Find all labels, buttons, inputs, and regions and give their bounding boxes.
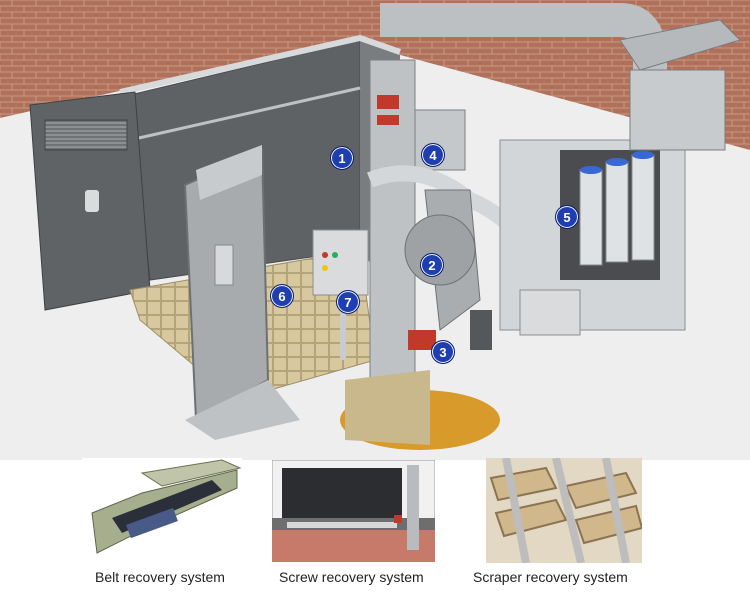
shot-blast-room-illustration — [0, 0, 750, 460]
brick-wall-left — [0, 0, 345, 118]
belt-recovery-image — [82, 458, 242, 563]
marker-3: 3 — [431, 340, 455, 364]
marker-5: 5 — [555, 205, 579, 229]
marker-2: 2 — [420, 253, 444, 277]
screw-recovery-image — [272, 460, 435, 562]
screw-recovery-caption: Screw recovery system — [279, 569, 424, 585]
scraper-recovery-caption: Scraper recovery system — [473, 569, 628, 585]
control-cabinet — [312, 229, 369, 296]
exhaust-fan — [619, 19, 741, 71]
filter-cartridge — [579, 169, 603, 266]
marker-7: 7 — [336, 290, 360, 314]
marker-6: 6 — [270, 284, 294, 308]
marker-1: 1 — [330, 146, 354, 170]
belt-recovery-caption: Belt recovery system — [95, 569, 225, 585]
booth-top-frame — [119, 34, 401, 95]
scraper-recovery-image — [486, 458, 642, 563]
marker-4: 4 — [421, 143, 445, 167]
wall-vent — [44, 119, 128, 151]
